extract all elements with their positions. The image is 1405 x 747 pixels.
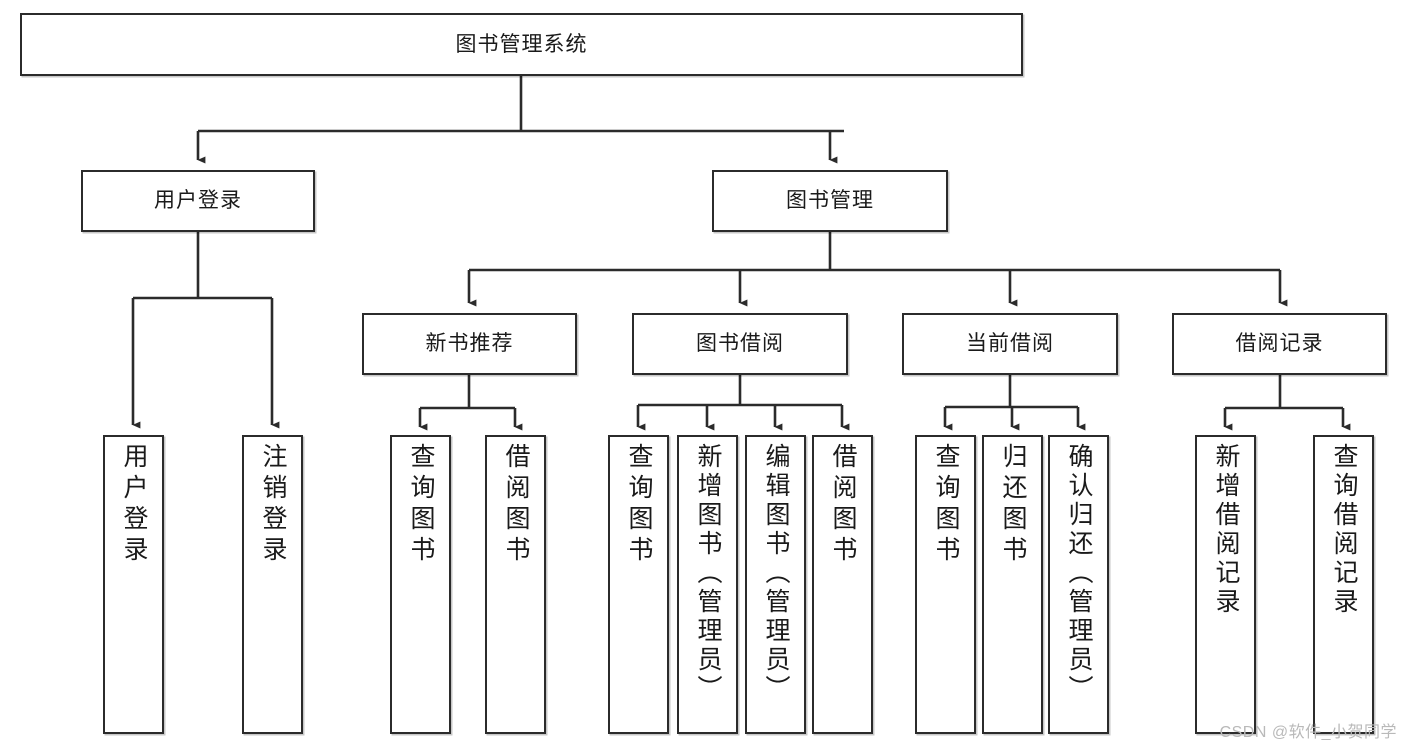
node-user-login[interactable]: 用户登录 (81, 170, 315, 232)
node-user-login-label: 用户登录 (154, 189, 242, 213)
node-book-borrow[interactable]: 图书借阅 (632, 313, 848, 375)
node-leaf-user-login[interactable]: 用户登录 (103, 435, 164, 734)
node-leaf-query-book-3[interactable]: 查询图书 (915, 435, 976, 734)
node-borrow-records[interactable]: 借阅记录 (1172, 313, 1387, 375)
node-book-management[interactable]: 图书管理 (712, 170, 948, 232)
node-leaf-query-book-3-label: 查询图书 (932, 443, 960, 567)
node-leaf-confirm-return[interactable]: 确认归还（管理员） (1048, 435, 1109, 734)
node-leaf-query-record-label: 查询借阅记录 (1330, 443, 1358, 617)
node-leaf-return-book[interactable]: 归还图书 (982, 435, 1043, 734)
node-leaf-user-login-label: 用户登录 (120, 443, 148, 567)
node-current-borrow[interactable]: 当前借阅 (902, 313, 1118, 375)
node-leaf-add-book[interactable]: 新增图书（管理员） (677, 435, 738, 734)
node-leaf-query-book-2[interactable]: 查询图书 (608, 435, 669, 734)
node-new-book-recommend-label: 新书推荐 (425, 332, 514, 356)
node-leaf-borrow-book-1-label: 借阅图书 (502, 443, 530, 567)
node-leaf-add-record-label: 新增借阅记录 (1212, 443, 1240, 617)
node-root[interactable]: 图书管理系统 (20, 13, 1023, 76)
node-leaf-borrow-book-2-label: 借阅图书 (829, 443, 857, 567)
node-leaf-query-record[interactable]: 查询借阅记录 (1313, 435, 1374, 734)
node-leaf-confirm-return-label: 确认归还（管理员） (1065, 443, 1093, 704)
node-borrow-records-label: 借阅记录 (1235, 332, 1324, 356)
node-leaf-borrow-book-2[interactable]: 借阅图书 (812, 435, 873, 734)
node-book-borrow-label: 图书借阅 (696, 332, 784, 356)
node-leaf-logout-label: 注销登录 (259, 443, 287, 567)
node-book-management-label: 图书管理 (786, 189, 874, 213)
node-root-label: 图书管理系统 (455, 32, 588, 56)
node-leaf-add-record[interactable]: 新增借阅记录 (1195, 435, 1256, 734)
node-new-book-recommend[interactable]: 新书推荐 (362, 313, 577, 375)
node-leaf-return-book-label: 归还图书 (999, 443, 1027, 567)
node-leaf-edit-book-label: 编辑图书（管理员） (762, 443, 790, 704)
node-leaf-query-book-1[interactable]: 查询图书 (390, 435, 451, 734)
node-leaf-logout[interactable]: 注销登录 (242, 435, 303, 734)
node-leaf-add-book-label: 新增图书（管理员） (694, 443, 722, 704)
node-leaf-edit-book[interactable]: 编辑图书（管理员） (745, 435, 806, 734)
node-leaf-query-book-1-label: 查询图书 (407, 443, 435, 567)
node-leaf-query-book-2-label: 查询图书 (625, 443, 653, 567)
node-current-borrow-label: 当前借阅 (966, 332, 1054, 356)
watermark-text: CSDN @软件_小贺同学 (1219, 724, 1397, 741)
node-leaf-borrow-book-1[interactable]: 借阅图书 (485, 435, 546, 734)
